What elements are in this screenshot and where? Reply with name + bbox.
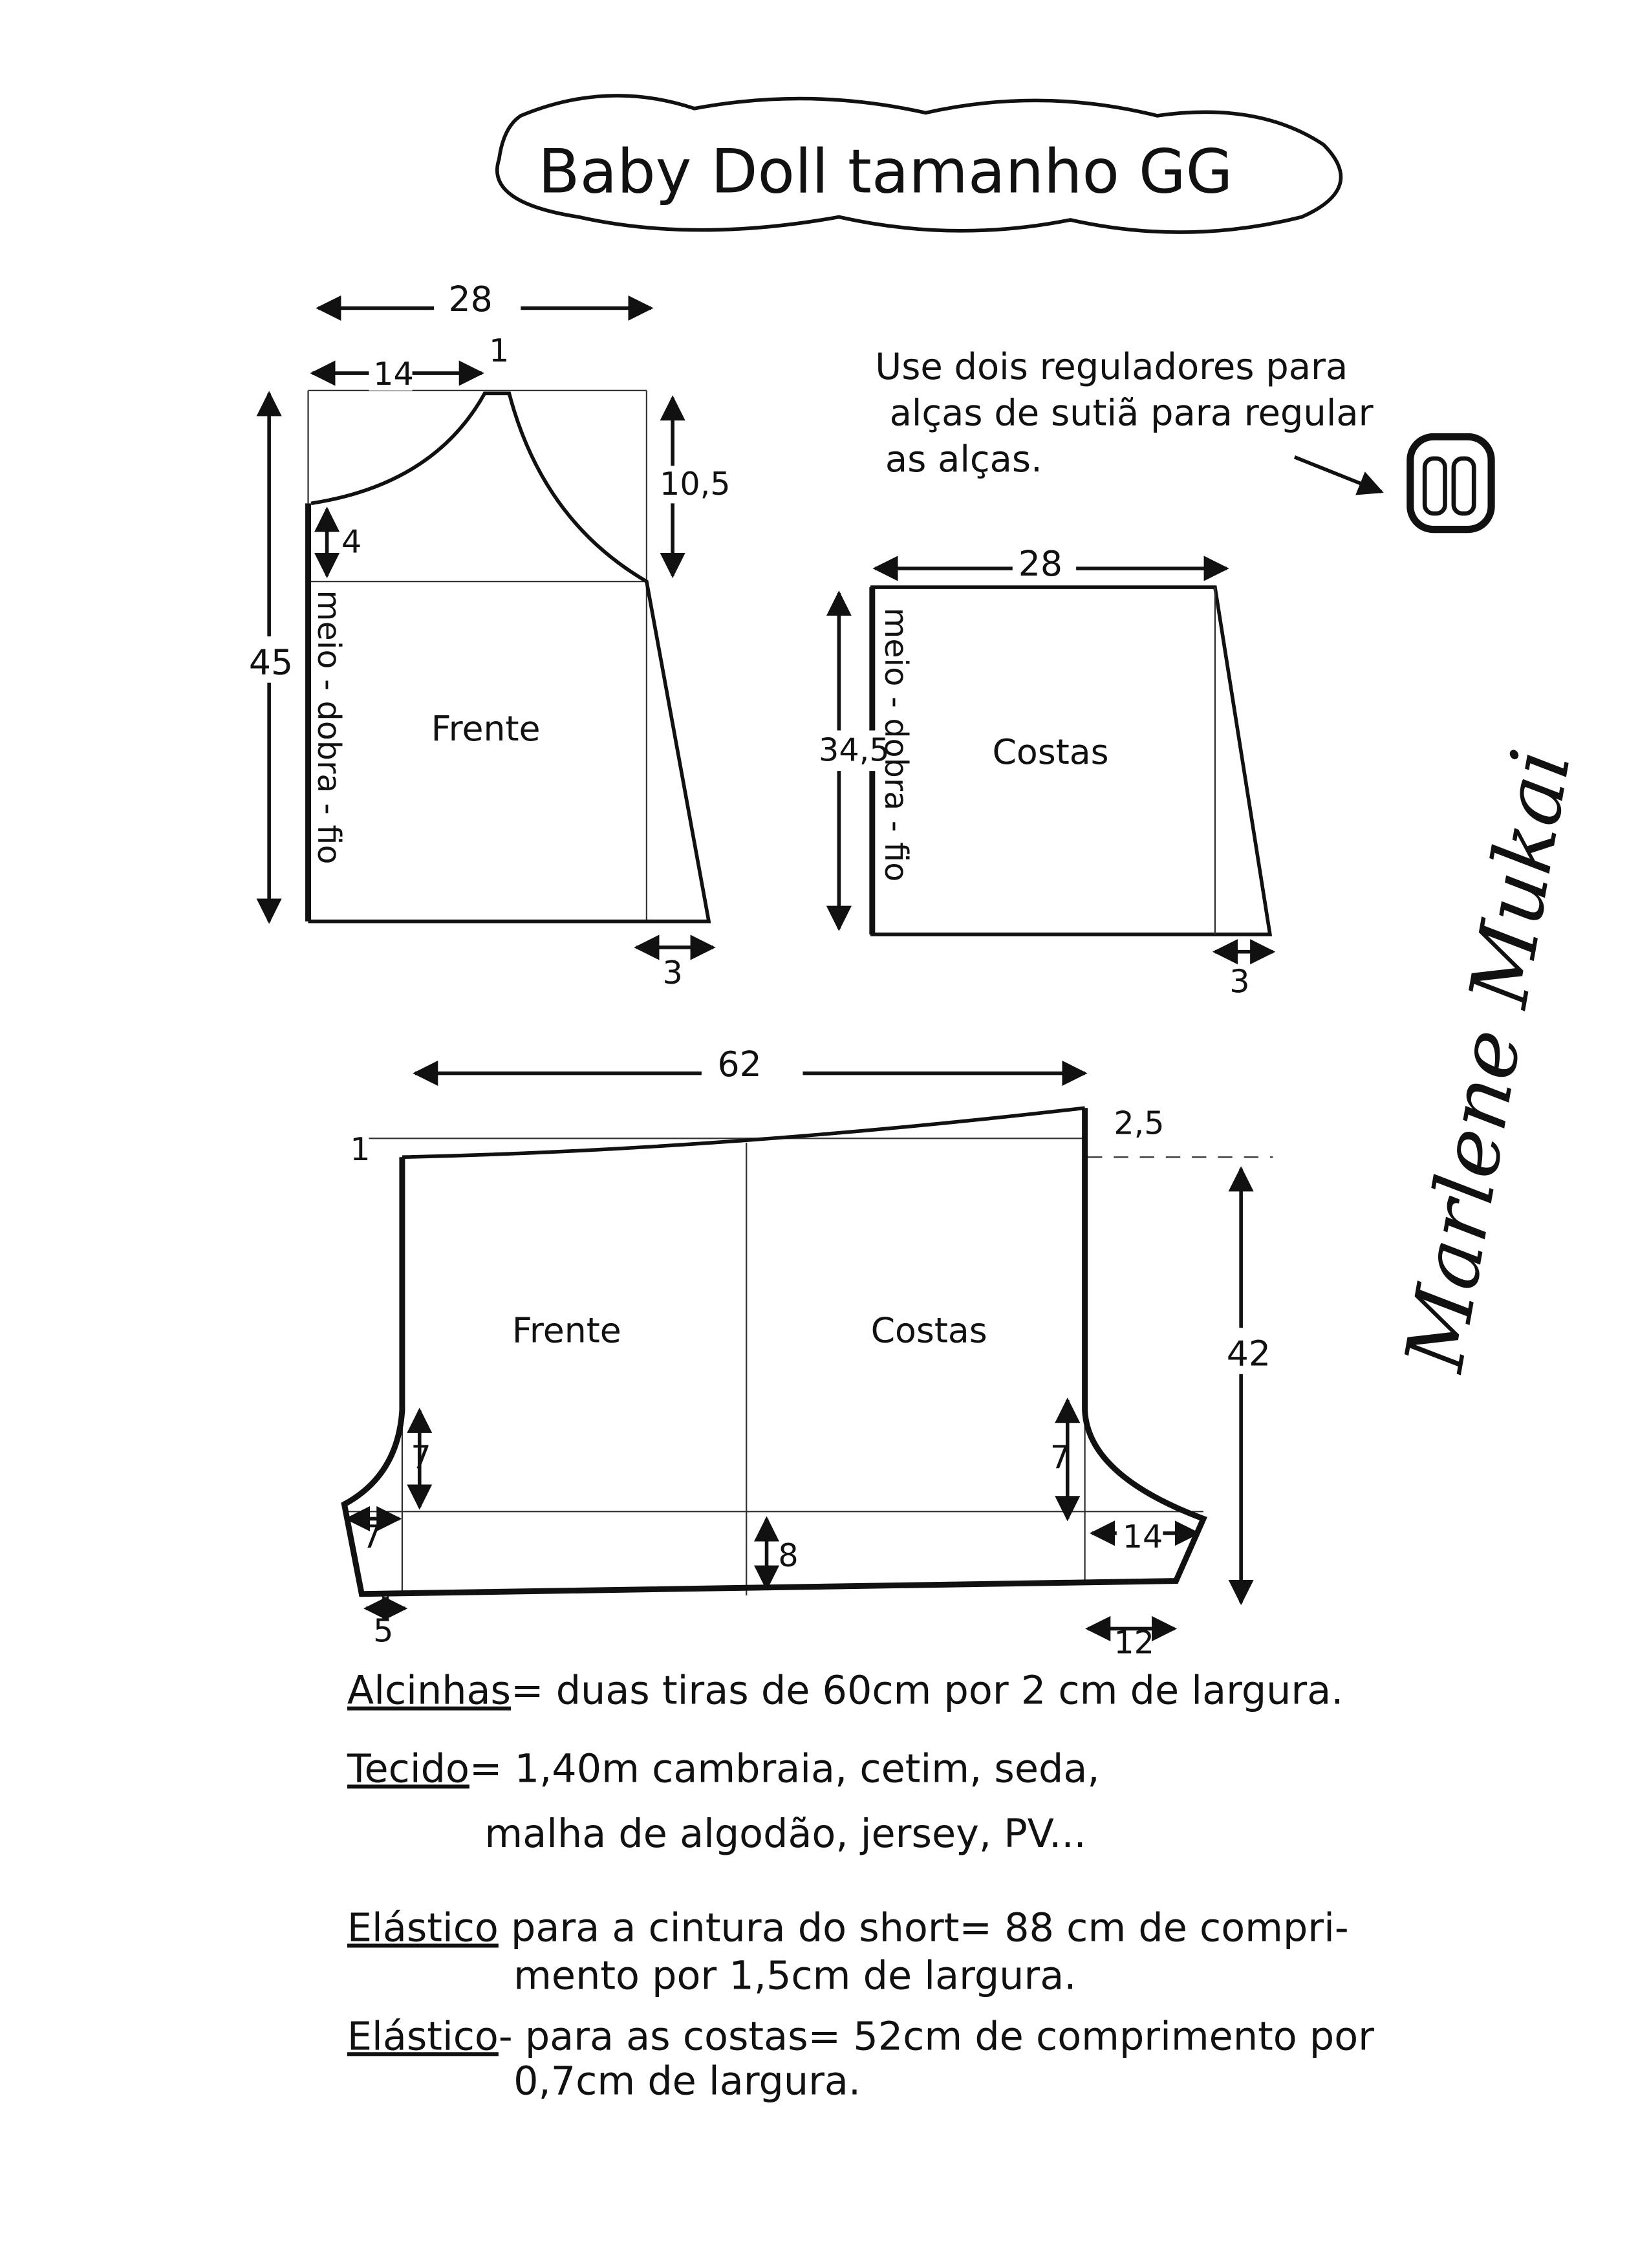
dim-side-drop: 4 <box>341 523 361 560</box>
note-tecido: Tecido= 1,40m cambraia, cetim, seda, <box>347 1747 1100 1792</box>
note-line: Use dois reguladores para <box>875 346 1348 388</box>
note-alcinhas: Alcinhas= duas tiras de 60cm por 2 cm de… <box>347 1669 1344 1714</box>
note-tecido-cont: malha de algodão, jersey, PV... <box>484 1811 1086 1857</box>
note-elastico-costas-cont: 0,7cm de largura. <box>513 2059 861 2104</box>
dim-width: 62 <box>717 1044 761 1085</box>
strap-regulator-icon <box>1406 433 1495 534</box>
shorts-piece: 62 1 2,5 42 Frente Costas 7 7 7 14 8 5 1… <box>341 1044 1273 1661</box>
bodice-front-piece: 28 14 1 10,5 4 45 meio - dobra - fio Fre… <box>246 279 731 991</box>
note-text: = 1,40m cambraia, cetim, seda, <box>469 1747 1100 1792</box>
dim-armhole: 10,5 <box>660 465 731 502</box>
bodice-back-piece: 28 34,5 meio - dobra - fio Costas 3 <box>819 543 1276 1000</box>
note-key: Tecido <box>347 1747 469 1792</box>
note-line: alças de sutiã para regular <box>890 393 1374 435</box>
note-elastico-cintura: Elástico para a cintura do short= 88 cm … <box>347 1906 1349 1951</box>
dim-hem-front: 5 <box>373 1612 393 1650</box>
dim-front-rise: 1 <box>350 1130 370 1168</box>
dim-length: 34,5 <box>819 731 890 768</box>
dim-strap: 1 <box>489 332 509 369</box>
dim-hem-back: 12 <box>1114 1623 1154 1661</box>
piece-label-front: Frente <box>431 708 541 749</box>
dim-length: 42 <box>1227 1333 1271 1374</box>
dim-leg: 8 <box>778 1537 798 1574</box>
note-elastico-cintura-cont: mento por 1,5cm de largura. <box>513 1953 1076 1998</box>
note-key: Alcinhas <box>347 1669 511 1714</box>
dim-crotch-front-width: 7 <box>361 1518 382 1555</box>
note-key: Elástico <box>347 1906 499 1951</box>
dim-hem-flare: 3 <box>663 954 683 991</box>
dim-crotch-back-width: 14 <box>1123 1518 1163 1555</box>
dim-width: 28 <box>1018 543 1062 584</box>
dim-crotch-front-height: 7 <box>411 1438 431 1476</box>
fold-label: meio - dobra - fio <box>878 607 915 881</box>
piece-label-front: Frente <box>512 1310 621 1351</box>
note-elastico-costas: Elástico- para as costas= 52cm de compri… <box>347 2014 1374 2059</box>
dim-hem-flare: 3 <box>1229 962 1249 1000</box>
dim-length: 45 <box>249 642 293 682</box>
note-text: para a cintura do short= 88 cm de compri… <box>499 1906 1349 1951</box>
note-line: as alças. <box>885 438 1042 481</box>
fold-label: meio - dobra - fio <box>310 590 348 865</box>
page-title: Baby Doll tamanho GG <box>538 136 1233 207</box>
signature: Marlene Mukai <box>1387 742 1590 1379</box>
piece-label-back: Costas <box>992 731 1108 772</box>
note-key: Elástico <box>347 2014 499 2059</box>
regulator-note: Use dois reguladores para alças de sutiã… <box>875 346 1495 534</box>
dim-back-rise: 2,5 <box>1114 1105 1164 1142</box>
dim-half: 14 <box>373 355 414 393</box>
title-cloud: Baby Doll tamanho GG <box>495 94 1343 234</box>
note-text: - para as costas= 52cm de comprimento po… <box>499 2014 1374 2059</box>
material-notes: Alcinhas= duas tiras de 60cm por 2 cm de… <box>347 1669 1374 2104</box>
dim-crotch-back-height: 7 <box>1050 1438 1070 1476</box>
note-text: = duas tiras de 60cm por 2 cm de largura… <box>511 1669 1343 1714</box>
piece-label-back: Costas <box>871 1310 987 1351</box>
dim-width: 28 <box>448 279 492 319</box>
